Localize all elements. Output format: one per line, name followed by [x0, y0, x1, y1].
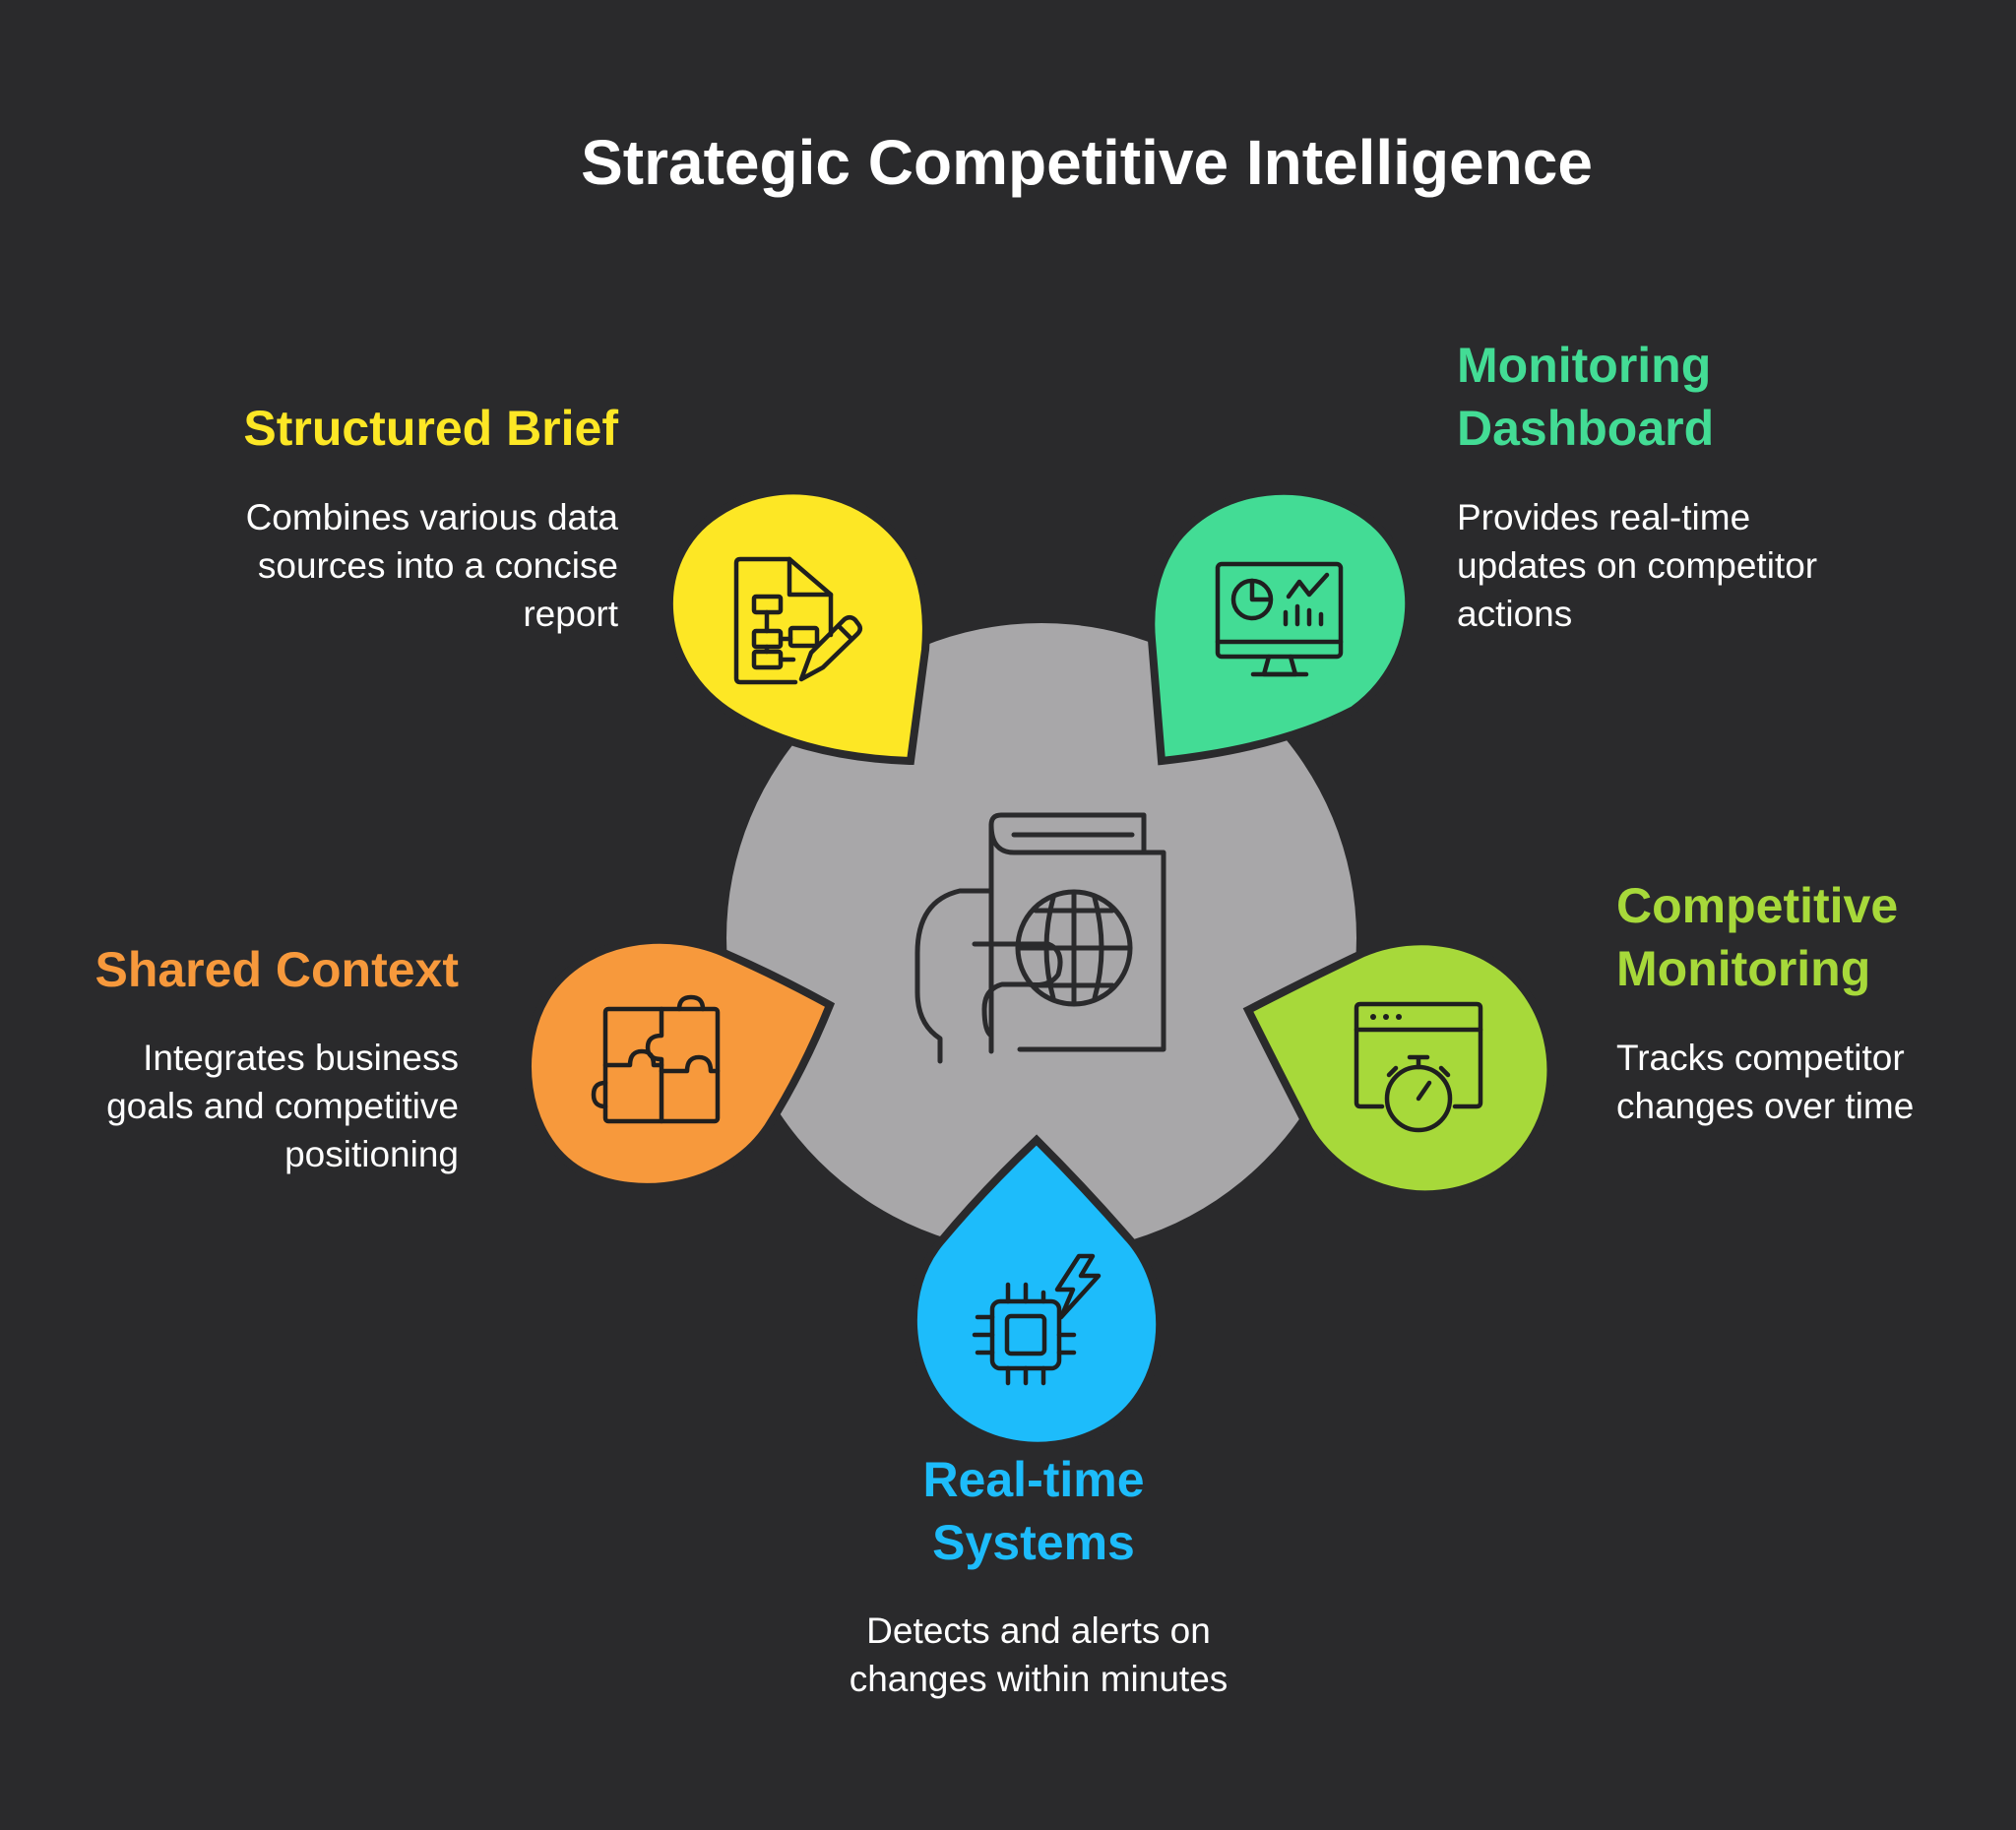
book-globe-icon: [914, 812, 1166, 1064]
label-line: Monitoring: [1616, 941, 1871, 996]
shared-context-description: Integrates business goals and competitiv…: [39, 1034, 459, 1178]
structured-brief-label: Structured Brief: [158, 397, 618, 460]
shared-context-label-text: Shared Context: [94, 942, 459, 997]
description-line: changes over time: [1616, 1086, 1915, 1126]
description-line: positioning: [284, 1134, 459, 1174]
label-line: Monitoring: [1457, 338, 1712, 393]
label-line: Systems: [932, 1515, 1135, 1570]
description-line: goals and competitive: [106, 1086, 459, 1126]
label-line: Competitive: [1616, 878, 1899, 933]
monitor-dashboard-icon: [1215, 561, 1344, 677]
description-line: Integrates business: [143, 1038, 459, 1078]
description-line: Provides real-time: [1457, 497, 1751, 537]
label-line: Real-time: [922, 1452, 1145, 1507]
label-line: Dashboard: [1457, 401, 1715, 456]
puzzle-icon: [591, 994, 721, 1124]
hub-circle: [726, 623, 1356, 1253]
competitive-monitoring-label: Competitive Monitoring: [1616, 874, 2010, 1000]
realtime-systems-description: Detects and alerts on changes within min…: [778, 1607, 1299, 1703]
monitoring-dashboard-description: Provides real-time updates on competitor…: [1457, 493, 1969, 638]
structured-brief-description: Combines various data sources into a con…: [158, 493, 618, 638]
structured-brief-drop: [664, 486, 930, 765]
monitoring-dashboard-label: Monitoring Dashboard: [1457, 334, 1969, 460]
description-line: sources into a concise: [257, 545, 618, 586]
description-line: actions: [1457, 594, 1573, 634]
realtime-systems-drop: [909, 1134, 1165, 1450]
description-line: report: [523, 594, 618, 634]
description-line: Tracks competitor: [1616, 1038, 1905, 1078]
monitoring-dashboard-drop: [1147, 486, 1414, 766]
chip-lightning-icon: [972, 1253, 1102, 1386]
structured-brief-label-text: Structured Brief: [243, 401, 618, 456]
shared-context-drop: [524, 935, 836, 1191]
description-line: Detects and alerts on: [866, 1610, 1211, 1651]
document-flowchart-pencil-icon: [733, 556, 862, 685]
shared-context-label: Shared Context: [39, 938, 459, 1001]
description-line: Combines various data: [245, 497, 618, 537]
description-line: changes within minutes: [849, 1659, 1228, 1699]
description-line: updates on competitor: [1457, 545, 1818, 586]
page-title: Strategic Competitive Intelligence: [581, 127, 1593, 198]
browser-stopwatch-icon: [1354, 1001, 1483, 1133]
realtime-systems-label: Real-time Systems: [778, 1448, 1290, 1574]
competitive-monitoring-description: Tracks competitor changes over time: [1616, 1034, 2010, 1130]
